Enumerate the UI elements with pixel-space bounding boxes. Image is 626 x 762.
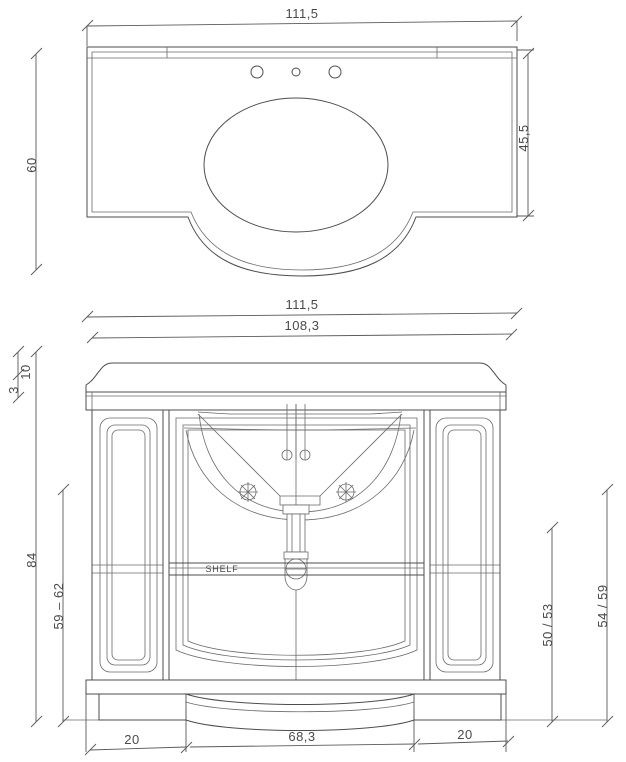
- backsplash-lip: [87, 47, 517, 59]
- dimension-height-range: 59 – 62: [51, 483, 70, 728]
- door-right[interactable]: [435, 417, 494, 673]
- plinth-block-right: [413, 693, 502, 721]
- dimension-label-top-depth: 60: [24, 157, 39, 172]
- plinth-group: [85, 679, 507, 731]
- plinth-center-detail-line: [185, 701, 415, 713]
- dimension-label-top-depth-body: 45,5: [516, 124, 531, 151]
- plinth-rail: [85, 679, 507, 695]
- door-left[interactable]: [99, 417, 158, 673]
- dimension-front-body: 108,3: [86, 318, 518, 344]
- basin-top-outline: [86, 46, 518, 277]
- dimension-top-thickness-overhang: 3 10: [6, 345, 33, 404]
- top-view-group: 111,5 60 45,5: [24, 6, 535, 277]
- pipe-connector-right: [299, 449, 311, 461]
- pipe-connector-left: [281, 449, 293, 461]
- dimension-label-base-center: 68,3: [288, 729, 315, 744]
- dimension-right-inner: 50 / 53: [540, 521, 559, 728]
- dimension-label-front-body: 108,3: [284, 318, 319, 333]
- dimension-top-depth-body: 45,5: [516, 47, 535, 222]
- tap-hole-center: [291, 67, 301, 77]
- dimension-height-overall: 84: [24, 345, 43, 728]
- dimension-right-outer: 54 / 59: [595, 483, 614, 728]
- basin-bowl-opening: [203, 97, 389, 233]
- shelf-group: SHELF: [92, 562, 500, 576]
- dimension-front-width: 111,5: [81, 297, 523, 323]
- dimension-label-right-inner: 50 / 53: [540, 603, 555, 646]
- shelf-label: SHELF: [205, 564, 238, 574]
- dimension-label-base-right: 20: [457, 727, 472, 742]
- door-left-panel-field: [111, 429, 146, 661]
- dimension-label-top-width: 111,5: [285, 6, 318, 21]
- trap-pipe: [286, 513, 306, 553]
- valve-right: [336, 482, 356, 502]
- front-view-group: 111,5 108,3 3 10 84: [6, 297, 614, 756]
- valve-left: [238, 482, 258, 502]
- door-right-panel-field: [447, 429, 482, 661]
- tap-hole-left: [250, 65, 264, 79]
- trap-collar-top: [282, 504, 310, 515]
- dimension-label-base-left: 20: [124, 732, 139, 747]
- dimension-label-top-overhang: 10: [18, 364, 33, 379]
- basin-top-inner-outline: [91, 51, 513, 271]
- dimension-label-right-outer: 54 / 59: [595, 584, 610, 627]
- dimension-top-depth: 60: [24, 47, 43, 276]
- dimension-label-height-range: 59 – 62: [51, 583, 66, 630]
- plinth-block-left: [98, 693, 187, 721]
- worktop-cornice: [85, 362, 507, 393]
- dimension-top-width: 111,5: [81, 6, 523, 46]
- dimension-label-top-thickness: 3: [6, 386, 21, 394]
- trap-collar-mid: [283, 551, 309, 560]
- waste-trap: [282, 404, 310, 690]
- dimension-label-front-width: 111,5: [285, 297, 318, 312]
- tap-hole-right: [328, 65, 342, 79]
- dimension-base-chain: 20 68,3 20: [84, 694, 515, 756]
- dimension-label-height-overall: 84: [24, 552, 39, 567]
